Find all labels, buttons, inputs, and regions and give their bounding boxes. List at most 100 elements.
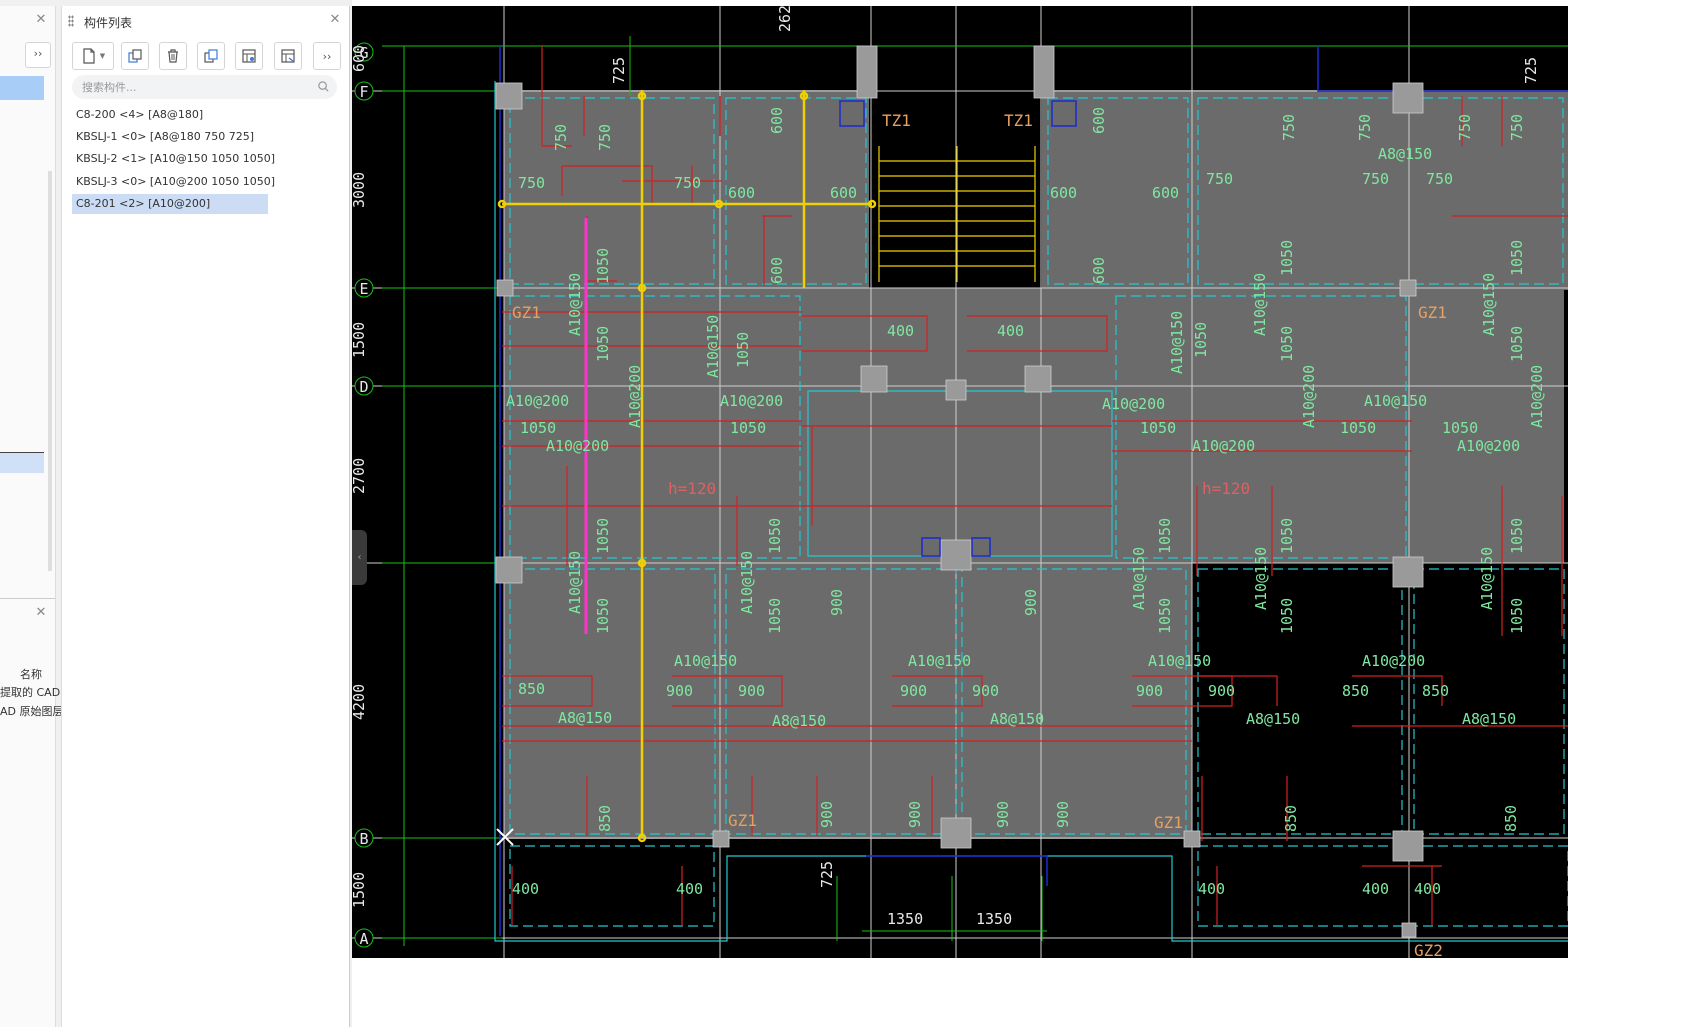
column[interactable] — [945, 379, 967, 401]
column[interactable] — [1024, 365, 1052, 393]
column[interactable] — [496, 279, 514, 297]
close-icon[interactable]: ✕ — [35, 605, 47, 620]
axis-label: D — [359, 378, 368, 396]
rebar-label: A8@150 — [1378, 145, 1432, 163]
slab[interactable] — [1042, 90, 1568, 290]
component-item[interactable]: C8-200 <4> [A8@180] — [76, 108, 204, 121]
rebar-spec-labels: A10@200 A10@200 A10@200 A10@200 A10@200 … — [506, 145, 1546, 730]
list-item[interactable]: 提取的 CAD — [0, 686, 61, 699]
column-label: TZ1 — [882, 111, 911, 130]
more-button[interactable]: ›› — [25, 42, 51, 68]
length-label: 1050 — [594, 598, 612, 634]
column[interactable] — [1392, 556, 1424, 588]
column[interactable] — [856, 45, 878, 99]
length-label: 400 — [676, 880, 703, 898]
dimension-text: 725 — [818, 861, 836, 888]
slab[interactable] — [504, 563, 1192, 839]
duplicate-button[interactable] — [197, 42, 225, 70]
column[interactable] — [495, 82, 523, 110]
column[interactable] — [1392, 830, 1424, 862]
length-label: 1050 — [1192, 322, 1210, 358]
thickness-labels: h=120 h=120 — [668, 479, 1250, 498]
dimension-text: 2700 — [352, 458, 368, 494]
column[interactable] — [940, 539, 972, 571]
component-item[interactable]: KBSLJ-1 <0> [A8@180 750 725] — [76, 130, 255, 143]
rebar-label: A10@150 — [1168, 311, 1186, 374]
axis-bubbles — [354, 42, 374, 948]
component-item[interactable]: KBSLJ-2 <1> [A10@150 1050 1050] — [76, 152, 276, 165]
selected-rebar-highlight[interactable] — [497, 90, 877, 843]
blue-columns — [839, 100, 1077, 557]
search-icon[interactable] — [317, 80, 330, 93]
new-file-icon — [83, 48, 95, 64]
axis-label: E — [359, 280, 368, 298]
dropdown-arrow-icon: ▼ — [99, 52, 106, 60]
column[interactable] — [1399, 279, 1417, 297]
length-label: 1050 — [1442, 419, 1478, 437]
layer-button[interactable] — [235, 42, 263, 70]
slab[interactable] — [504, 90, 869, 290]
layer-icon — [242, 49, 256, 63]
left-list-highlight[interactable] — [0, 452, 44, 473]
length-label: 600 — [768, 257, 786, 284]
column[interactable] — [1033, 45, 1055, 99]
new-component-button[interactable]: ▼ — [72, 42, 114, 70]
column[interactable] — [1392, 82, 1424, 114]
cursor-cross-icon — [496, 828, 514, 846]
collapse-panel-handle[interactable]: ‹ — [352, 530, 367, 585]
column-labels: GZ1 GZ1 GZ1 GZ1 TZ1 TZ1 GZ2 — [512, 111, 1447, 958]
rebar-label: A10@150 — [566, 273, 584, 336]
close-icon[interactable]: ✕ — [329, 12, 341, 27]
axis-label: F — [359, 83, 368, 101]
length-label: 750 — [596, 124, 614, 151]
column-label: GZ1 — [1154, 813, 1183, 832]
rebar-label: A8@150 — [990, 710, 1044, 728]
axis-labels: G F E D B A — [359, 44, 368, 948]
component-item-selected[interactable]: C8-201 <2> [A10@200] — [72, 194, 268, 214]
length-label: 1050 — [1508, 598, 1526, 634]
column[interactable] — [712, 830, 730, 848]
dimension-lines — [382, 36, 1568, 946]
dimension-text: 725 — [1522, 57, 1540, 84]
rebar-label: A10@150 — [1478, 547, 1496, 610]
left-list-scrollbar[interactable] — [48, 171, 52, 571]
search-input[interactable] — [72, 75, 337, 99]
rebar-label: A10@200 — [720, 392, 783, 410]
column[interactable] — [940, 817, 972, 849]
list-item[interactable]: AD 原始图层 — [0, 705, 64, 718]
rebar-label: A10@150 — [704, 315, 722, 378]
rebar-label: A10@150 — [1480, 273, 1498, 336]
copy-button[interactable] — [121, 42, 149, 70]
dimension-text: 262 — [776, 6, 794, 32]
column[interactable] — [860, 365, 888, 393]
length-label: 600 — [1090, 107, 1108, 134]
length-label: 1050 — [1140, 419, 1176, 437]
length-label: 1050 — [1156, 598, 1174, 634]
rebar-label: A10@150 — [738, 551, 756, 614]
length-label: 600 — [1090, 257, 1108, 284]
drag-handle-icon[interactable] — [68, 15, 74, 27]
length-label: 900 — [972, 682, 999, 700]
length-label: 900 — [994, 801, 1012, 828]
cad-drawing-canvas[interactable]: G F E D B A 600 3000 1500 2700 4200 1500… — [352, 6, 1568, 958]
cad-drawing[interactable]: G F E D B A 600 3000 1500 2700 4200 1500… — [352, 6, 1568, 958]
length-label: 400 — [1362, 880, 1389, 898]
length-label: 1050 — [1156, 518, 1174, 554]
column[interactable] — [1183, 830, 1201, 848]
dimension-text: 725 — [610, 57, 628, 84]
rebar-label: A10@200 — [506, 392, 569, 410]
component-item[interactable]: KBSLJ-3 <0> [A10@200 1050 1050] — [76, 175, 276, 188]
length-label: 750 — [674, 174, 701, 192]
delete-button[interactable] — [159, 42, 187, 70]
close-icon[interactable]: ✕ — [35, 12, 47, 27]
length-label: 850 — [1342, 682, 1369, 700]
table-button[interactable] — [274, 42, 302, 70]
rebar-label: A10@200 — [626, 365, 644, 428]
right-margin — [1568, 0, 1683, 1027]
column[interactable] — [1401, 922, 1417, 938]
column[interactable] — [495, 556, 523, 584]
more-button[interactable]: ›› — [313, 42, 341, 70]
left-list-selected-row[interactable] — [0, 76, 44, 100]
length-label: 600 — [830, 184, 857, 202]
blue-lines — [499, 46, 1568, 936]
